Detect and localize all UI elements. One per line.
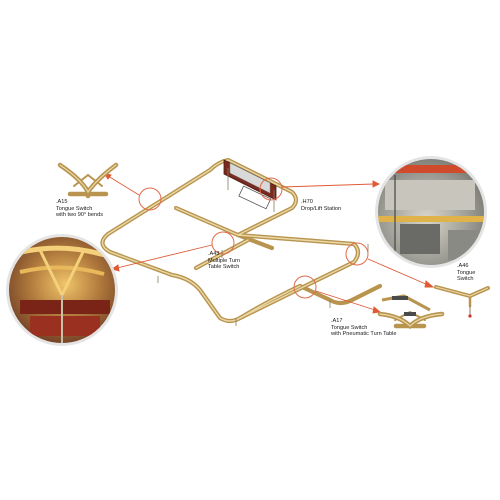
drop-lift-station-equipment — [223, 159, 277, 212]
a15-tongue-switch-piece — [57, 162, 119, 199]
a17-tongue-switch-piece — [377, 310, 445, 330]
label-a17-code: .A17 — [331, 318, 343, 324]
label-a15: .A15 Tongue Switch with two 90° bends — [56, 199, 103, 219]
overhead-track — [100, 157, 383, 324]
label-a43-line1: Multiple Turn — [208, 257, 241, 264]
callout-circle-h70 — [259, 177, 283, 201]
drop-lift-station-photo-right — [375, 156, 487, 268]
callout-circles — [138, 177, 369, 299]
callout-circle-a17 — [293, 275, 317, 299]
callout-circle-a15 — [138, 187, 162, 211]
a46-tongue-switch-piece — [434, 285, 490, 318]
label-a15-code: .A15 — [56, 199, 68, 205]
label-h70-code: .H70 — [301, 199, 313, 205]
label-a17: .A17 Tongue Switch with Pneumatic Turn T… — [331, 318, 397, 338]
tongue-switch-photo-left — [6, 234, 118, 346]
label-a15-line1: Tongue Switch — [56, 205, 93, 212]
label-a17-line1: Tongue Switch — [331, 324, 368, 331]
label-a43: .A43 Multiple Turn Table Switch — [208, 251, 240, 271]
label-a17-line2: with Pneumatic Turn Table — [331, 331, 397, 338]
callout-circle-a43 — [211, 231, 235, 255]
label-a46-code: .A46 — [457, 263, 469, 269]
label-a43-line2: Table Switch — [208, 264, 240, 271]
label-h70-line1: Drop/Lift Station — [301, 205, 342, 212]
label-h70: .H70 Drop/Lift Station — [301, 199, 341, 212]
label-a46: .A46 Tongue Switch — [457, 263, 475, 283]
label-a46-line2: Switch — [457, 276, 474, 283]
track-hangers — [157, 244, 369, 326]
label-a43-code: .A43 — [208, 251, 220, 257]
pneumatic-turn-table-piece — [381, 294, 431, 312]
label-a46-line1: Tongue — [457, 269, 476, 276]
label-a15-line2: with two 90° bends — [56, 212, 104, 219]
callout-circle-a46 — [345, 242, 369, 266]
